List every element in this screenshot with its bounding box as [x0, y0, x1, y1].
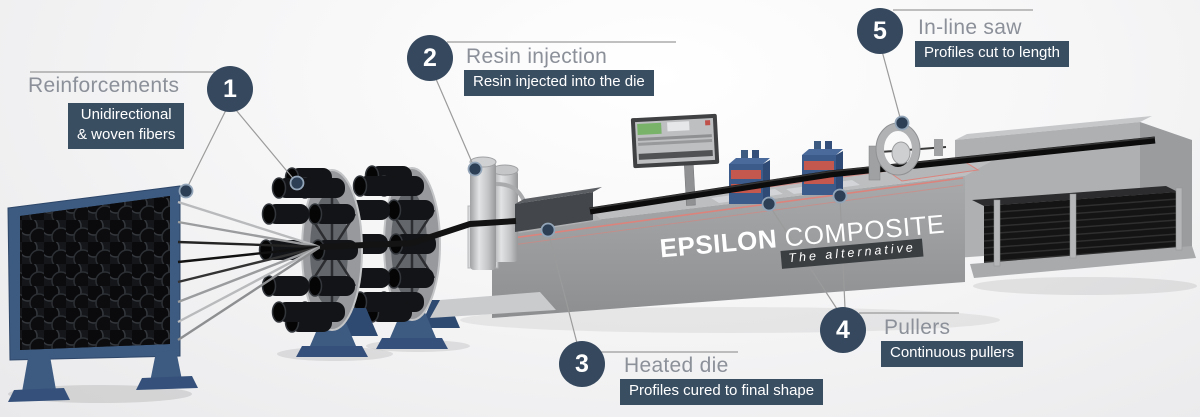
control-screen	[630, 113, 720, 206]
callout-3-number: 3	[559, 341, 605, 387]
callout-1-title: Reinforcements	[28, 74, 180, 97]
spool-carousel-1	[258, 167, 378, 357]
puller-unit-2	[802, 141, 843, 195]
profile-bar	[589, 136, 1156, 215]
callout-3-title: Heated die	[624, 354, 729, 377]
fiber-bundle	[319, 218, 517, 250]
callout-5-badge: Profiles cut to length	[915, 41, 1069, 67]
callout-2-title: Resin injection	[466, 45, 608, 68]
callout-1-number: 1	[207, 66, 253, 112]
callout-3-badge: Profiles cured to final shape	[620, 379, 824, 405]
callout-2-number: 2	[407, 35, 453, 81]
callout-2-badge: Resin injected into the die	[464, 70, 654, 96]
finished-profiles-stack	[970, 186, 1196, 278]
creel-rack	[7, 185, 198, 402]
callout-1-badge: Unidirectional & woven fibers	[68, 103, 185, 149]
anchor-dots	[178, 115, 910, 238]
puller-unit-1	[729, 150, 770, 204]
callout-5-number: 5	[857, 8, 903, 54]
callout-4-number: 4	[820, 307, 866, 353]
callout-5-title: In-line saw	[918, 16, 1022, 39]
callout-4-title: Pullers	[884, 316, 951, 339]
callout-4-badge: Continuous pullers	[881, 341, 1024, 367]
fiber-strands	[177, 200, 321, 342]
heated-die	[513, 187, 602, 233]
